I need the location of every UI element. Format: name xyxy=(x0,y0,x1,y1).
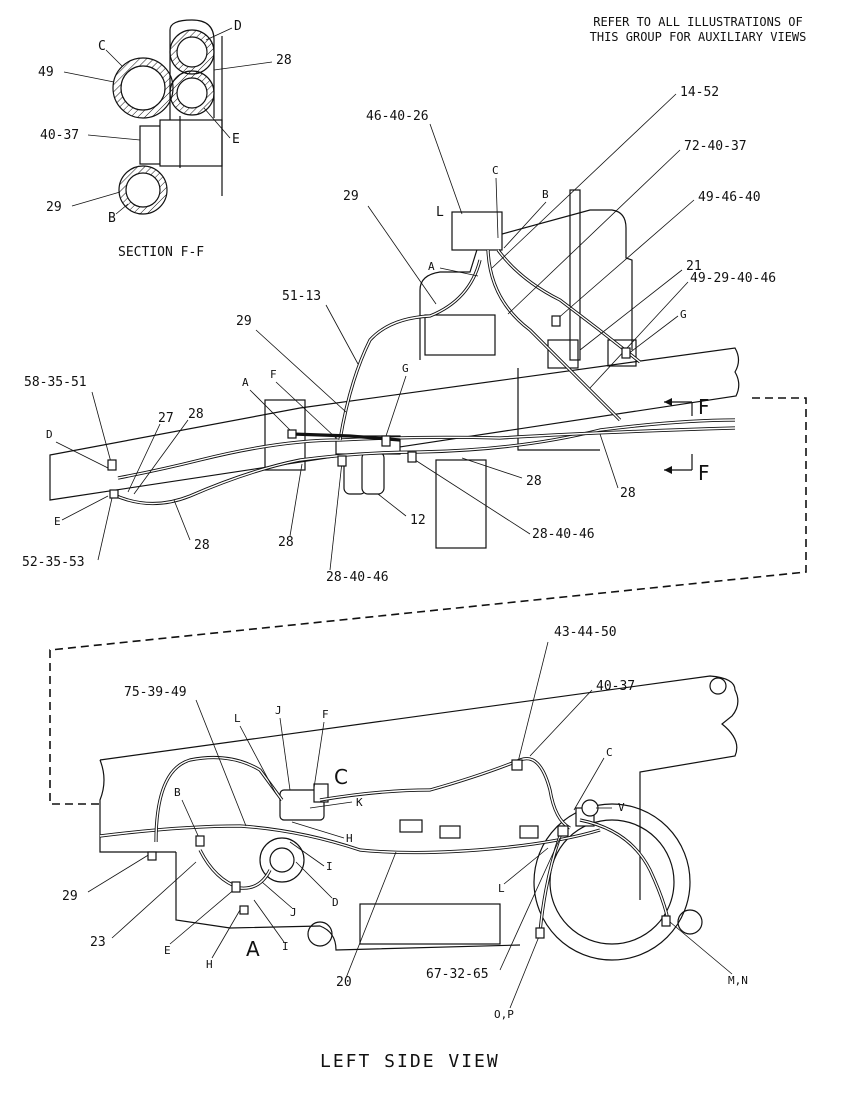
label-23: 23 xyxy=(90,935,106,950)
label-51-13: 51-13 xyxy=(282,289,321,304)
label-28-bottom-left: 28 xyxy=(194,538,210,553)
section-f-f: C D 49 28 40-37 E 29 B SECTION F-F xyxy=(38,19,292,260)
section-title: SECTION F-F xyxy=(118,245,204,260)
note-line-1: REFER TO ALL ILLUSTRATIONS OF xyxy=(593,15,803,29)
label-72-40-37: 72-40-37 xyxy=(684,139,747,154)
section-marker-f-bottom: F xyxy=(698,461,710,485)
section-label-28: 28 xyxy=(276,53,292,68)
reference-note: REFER TO ALL ILLUSTRATIONS OF THIS GROUP… xyxy=(590,15,807,44)
label-j-top: J xyxy=(275,704,282,717)
note-line-2: THIS GROUP FOR AUXILIARY VIEWS xyxy=(590,30,807,44)
label-29-upper: 29 xyxy=(343,189,359,204)
label-20: 20 xyxy=(336,975,352,990)
lower-view: 43-44-50 75-39-49 40-37 L J F C C V B K … xyxy=(62,625,748,1072)
label-28-top: 28 xyxy=(188,407,204,422)
label-75-39-49: 75-39-49 xyxy=(124,685,187,700)
label-40-37: 40-37 xyxy=(596,679,635,694)
label-l-top: L xyxy=(234,712,241,725)
filter-box xyxy=(435,459,487,549)
wheel-outer xyxy=(533,803,691,961)
section-label-d: D xyxy=(234,19,242,34)
section-label-b: B xyxy=(108,211,116,226)
section-label-49: 49 xyxy=(38,65,54,80)
label-a-upper: A xyxy=(428,260,435,273)
bolt-head xyxy=(139,125,161,165)
lower-chassis xyxy=(175,852,521,951)
label-v: V xyxy=(618,801,625,814)
label-e: E xyxy=(164,944,171,957)
label-g-left: G xyxy=(402,362,409,375)
label-46-40-26: 46-40-26 xyxy=(366,109,429,124)
view-marker-a: A xyxy=(246,937,260,961)
lower-frame xyxy=(99,675,739,900)
label-28-40-46-left: 28-40-46 xyxy=(326,570,389,585)
label-k: K xyxy=(356,796,363,809)
label-l: L xyxy=(436,205,444,220)
cab-outline xyxy=(419,209,633,360)
cylinder xyxy=(359,903,501,945)
filter-canister-2 xyxy=(361,451,385,495)
label-o-p: O,P xyxy=(494,1008,514,1021)
section-label-c: C xyxy=(98,39,106,54)
view-connector xyxy=(49,397,807,805)
reservoir xyxy=(451,211,503,251)
view-title: LEFT SIDE VIEW xyxy=(320,1051,500,1072)
label-29: 29 xyxy=(62,889,78,904)
view-marker-c: C xyxy=(334,765,348,789)
label-27: 27 xyxy=(158,411,174,426)
label-28-far-right: 28 xyxy=(620,486,636,501)
wheel-inner xyxy=(549,819,675,945)
label-58-35-51: 58-35-51 xyxy=(24,375,87,390)
tube-d-inner xyxy=(176,36,208,68)
section-label-29: 29 xyxy=(46,200,62,215)
section-label-40-37: 40-37 xyxy=(40,128,79,143)
label-c: C xyxy=(606,746,613,759)
label-m-n: M,N xyxy=(728,974,748,987)
label-49-29-40-46: 49-29-40-46 xyxy=(690,271,776,286)
label-67-32-65: 67-32-65 xyxy=(426,967,489,982)
hose-51-13 xyxy=(338,259,482,441)
label-h-upper: H xyxy=(346,832,353,845)
label-49-46-40: 49-46-40 xyxy=(698,190,761,205)
label-f: F xyxy=(322,708,329,721)
label-f-left: F xyxy=(270,368,277,381)
hose-14-52 xyxy=(486,249,622,422)
label-28-right: 28 xyxy=(526,474,542,489)
valve-block xyxy=(279,789,325,821)
label-43-44-50: 43-44-50 xyxy=(554,625,617,640)
label-g-right: G xyxy=(680,308,687,321)
upper-view: F F 46-40-26 14-52 72-40-37 C B L 49-46-… xyxy=(22,85,776,585)
label-14-52: 14-52 xyxy=(680,85,719,100)
label-28-mid: 28 xyxy=(278,535,294,550)
tube-c-inner xyxy=(120,65,166,111)
label-l-lower: L xyxy=(498,882,505,895)
upper-frame xyxy=(49,347,740,501)
label-j-lower: J xyxy=(290,906,297,919)
tube-b-inner xyxy=(125,172,161,208)
section-marker-f-top: F xyxy=(698,395,710,419)
label-28-40-46-right: 28-40-46 xyxy=(532,527,595,542)
label-b: B xyxy=(174,786,181,799)
label-i-upper: I xyxy=(326,860,333,873)
label-c: C xyxy=(492,164,499,177)
label-12: 12 xyxy=(410,513,426,528)
section-arrow-bottom xyxy=(664,454,693,471)
label-a-left: A xyxy=(242,376,249,389)
label-d: D xyxy=(46,428,53,441)
label-e: E xyxy=(54,515,61,528)
label-d: D xyxy=(332,896,339,909)
bracket-block xyxy=(159,119,223,167)
label-h-lower: H xyxy=(206,958,213,971)
hose-m-n xyxy=(579,818,670,921)
label-52-35-53: 52-35-53 xyxy=(22,555,85,570)
label-21: 21 xyxy=(686,259,702,274)
tube-e-inner xyxy=(176,77,208,109)
section-label-e: E xyxy=(232,132,240,147)
hose-43-44-50 xyxy=(319,757,571,830)
label-b: B xyxy=(542,188,549,201)
label-i-lower: I xyxy=(282,940,289,953)
label-29-mid: 29 xyxy=(236,314,252,329)
